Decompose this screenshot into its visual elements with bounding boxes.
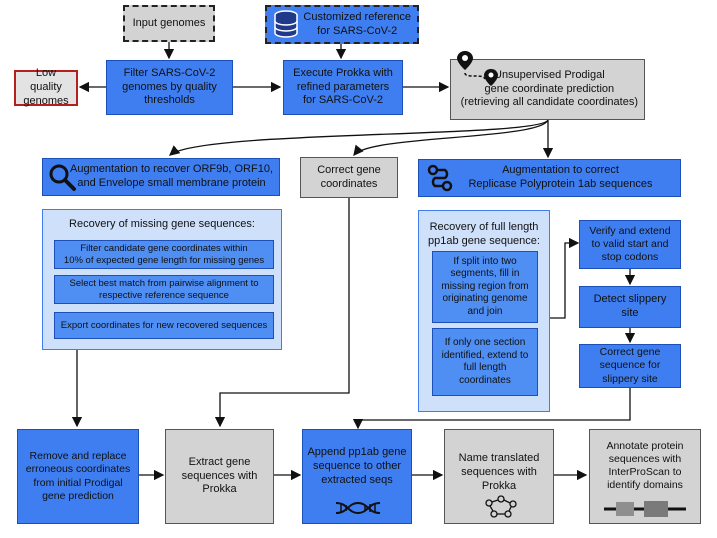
name-translated-label: Name translated sequences with Prokka xyxy=(458,452,540,492)
database-icon xyxy=(274,10,298,38)
execute-prokka-box: Execute Prokka with refined parameters f… xyxy=(283,60,403,115)
prodigal-box: Unsupervised Prodigal gene coordinate pr… xyxy=(450,59,645,120)
recovery-full-title: Recovery of full length pp1ab gene seque… xyxy=(428,221,540,247)
append-pp1ab-label: Append pp1ab gene sequence to other extr… xyxy=(307,446,407,486)
protein-domain-icon xyxy=(604,501,686,517)
filter-genomes-box: Filter SARS-CoV-2 genomes by quality thr… xyxy=(106,60,233,115)
append-pp1ab-box: Append pp1ab gene sequence to other extr… xyxy=(302,429,412,524)
correct-gene-sequence-box: Correct gene sequence for slippery site xyxy=(579,344,681,388)
export-coordinates-box: Export coordinates for new recovered seq… xyxy=(54,312,274,339)
select-best-match-box: Select best match from pairwise alignmen… xyxy=(54,275,274,304)
extract-genes-box: Extract gene sequences with Prokka xyxy=(165,429,274,524)
recovery-missing-title: Recovery of missing gene sequences: xyxy=(69,218,255,230)
augment-orf-label: Augmentation to recover ORF9b, ORF10, an… xyxy=(70,163,273,189)
input-genomes-box: Input genomes xyxy=(123,5,215,42)
augment-replicase-box: Augmentation to correct Replicase Polypr… xyxy=(418,159,681,197)
augment-replicase-label: Augmentation to correct Replicase Polypr… xyxy=(468,164,653,190)
filter-candidate-box: Filter candidate gene coordinates within… xyxy=(54,240,274,269)
if-split-box: If split into two segments, fill in miss… xyxy=(432,251,538,323)
detect-slippery-box: Detect slippery site xyxy=(579,286,681,328)
prodigal-label: Unsupervised Prodigal gene coordinate pr… xyxy=(460,68,638,109)
verify-extend-box: Verify and extend to valid start and sto… xyxy=(579,220,681,269)
dna-icon xyxy=(335,501,381,515)
route-icon xyxy=(427,164,453,192)
if-one-section-box: If only one section identified, extend t… xyxy=(432,328,538,396)
magnifier-icon xyxy=(49,164,76,191)
annotate-protein-label: Annotate protein sequences with InterPro… xyxy=(606,440,684,492)
correct-gene-coordinates-box: Correct gene coordinates xyxy=(300,157,398,198)
augment-orf-box: Augmentation to recover ORF9b, ORF10, an… xyxy=(42,158,280,196)
location-path-icon xyxy=(457,51,498,86)
customized-reference-label: Customized reference for SARS-CoV-2 xyxy=(303,10,411,37)
remove-replace-box: Remove and replace erroneous coordinates… xyxy=(17,429,139,524)
network-icon xyxy=(485,495,517,518)
low-quality-genomes-box: Low quality genomes xyxy=(14,67,78,107)
name-translated-box: Name translated sequences with Prokka xyxy=(444,429,554,524)
